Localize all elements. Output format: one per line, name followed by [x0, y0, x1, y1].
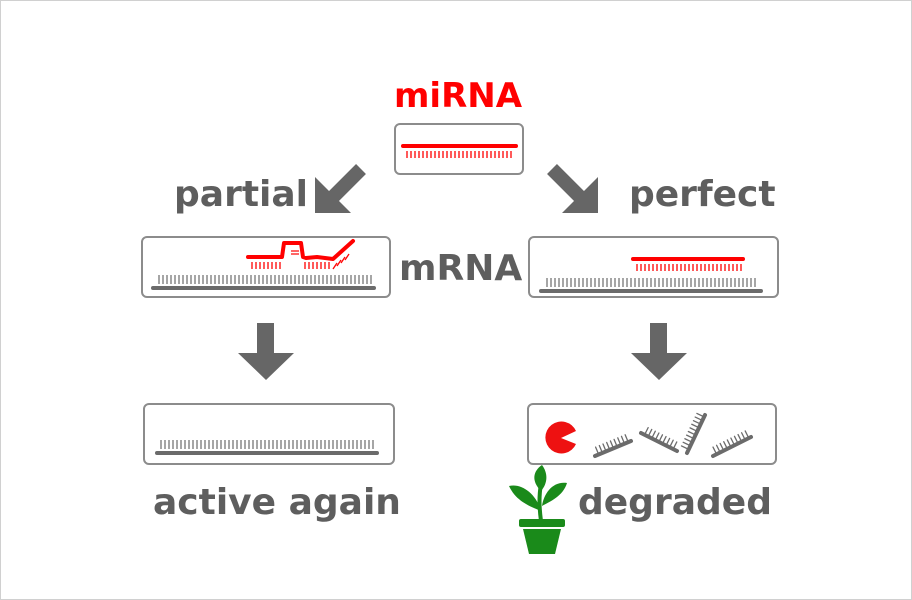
label-mrna: mRNA: [399, 248, 523, 289]
pacman-enzyme-icon: [545, 421, 576, 454]
label-perfect: perfect: [629, 174, 776, 215]
mirna-box: [394, 123, 524, 175]
label-partial: partial: [174, 174, 308, 215]
mirna-title: miRNA: [394, 76, 523, 116]
label-active-again: active again: [153, 482, 401, 523]
label-degraded: degraded: [578, 482, 772, 523]
